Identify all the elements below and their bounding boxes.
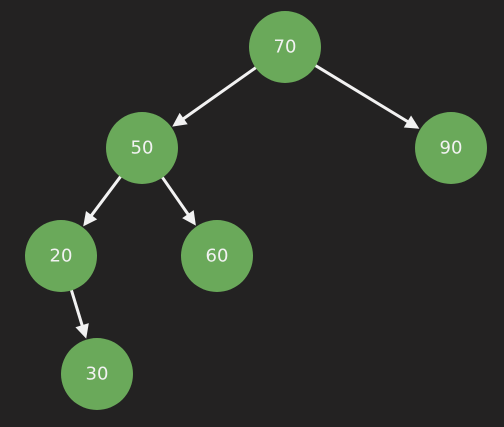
tree-node-50: 50 bbox=[106, 112, 178, 184]
tree-node-90: 90 bbox=[415, 112, 487, 184]
edge-50-to-60 bbox=[159, 174, 196, 226]
node-label: 90 bbox=[440, 138, 463, 159]
arrowhead-icon bbox=[172, 112, 188, 127]
node-circle bbox=[181, 220, 253, 292]
node-circle bbox=[61, 338, 133, 410]
node-label: 60 bbox=[206, 246, 229, 267]
tree-node-20: 20 bbox=[25, 220, 97, 292]
arrowhead-icon bbox=[75, 323, 89, 339]
node-circle bbox=[25, 220, 97, 292]
node-circle bbox=[106, 112, 178, 184]
arrowhead-icon bbox=[182, 210, 196, 226]
arrowhead-icon bbox=[403, 115, 420, 129]
edge-70-to-90 bbox=[312, 63, 420, 129]
tree-edges bbox=[69, 63, 420, 339]
edge-line bbox=[180, 65, 259, 122]
tree-node-60: 60 bbox=[181, 220, 253, 292]
tree-node-70: 70 bbox=[249, 11, 321, 83]
node-label: 70 bbox=[274, 37, 297, 58]
edge-50-to-20 bbox=[83, 173, 124, 227]
arrowhead-icon bbox=[83, 211, 98, 227]
tree-nodes: 70 50 90 20 60 30 bbox=[25, 11, 487, 410]
node-label: 50 bbox=[131, 138, 154, 159]
node-circle bbox=[415, 112, 487, 184]
tree-node-30: 30 bbox=[61, 338, 133, 410]
edge-line bbox=[69, 287, 85, 329]
node-label: 30 bbox=[86, 364, 109, 385]
edge-line bbox=[88, 173, 124, 219]
edge-line bbox=[312, 63, 411, 125]
node-circle bbox=[249, 11, 321, 83]
node-label: 20 bbox=[50, 246, 73, 267]
edge-20-to-30 bbox=[69, 287, 89, 339]
edge-70-to-50 bbox=[172, 65, 259, 127]
edge-line bbox=[159, 174, 191, 218]
